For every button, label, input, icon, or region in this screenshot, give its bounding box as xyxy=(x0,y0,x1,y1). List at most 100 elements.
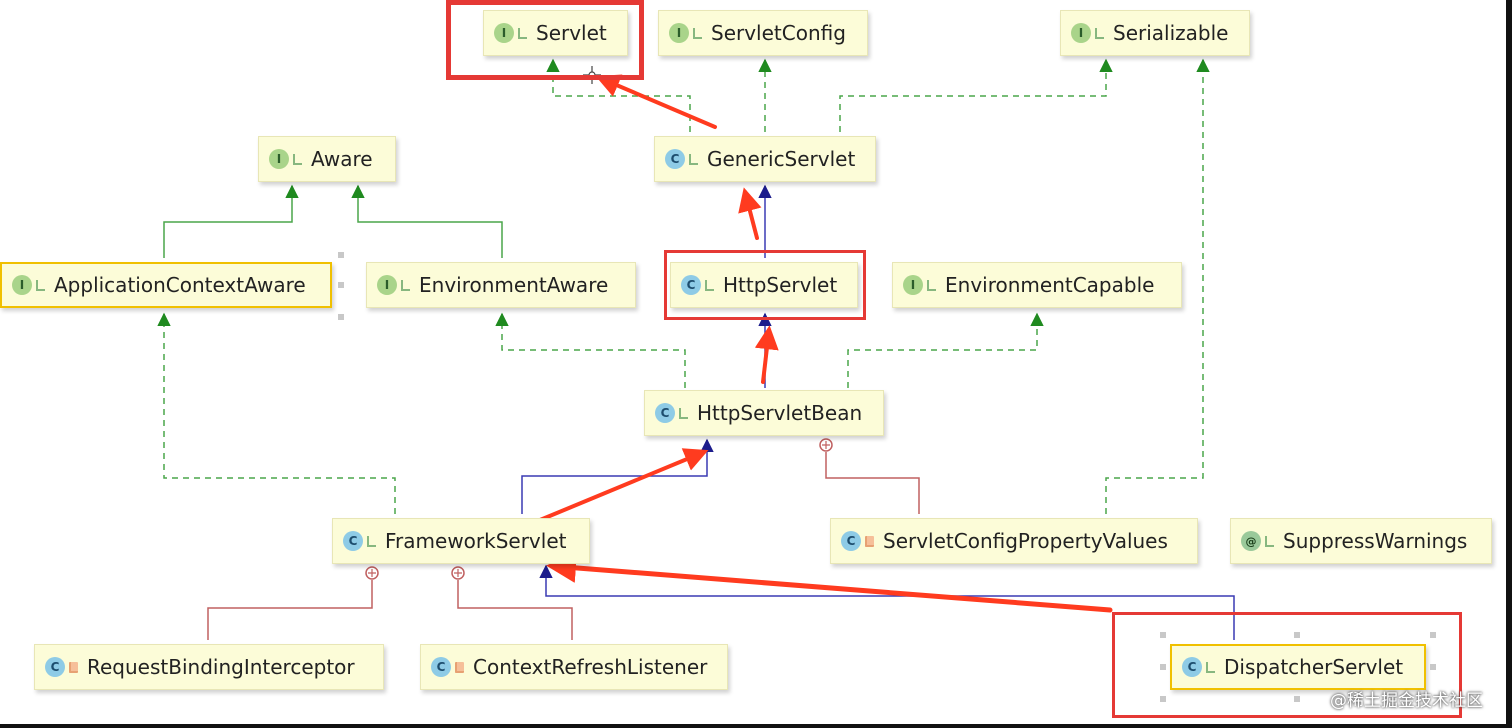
node-requestbindinginterceptor[interactable]: C RequestBindingInterceptor xyxy=(34,644,384,690)
interface-icon: I xyxy=(377,275,397,295)
node-label: RequestBindingInterceptor xyxy=(87,655,355,679)
interface-icon: I xyxy=(1071,23,1091,43)
private-visibility-icon xyxy=(865,535,874,547)
class-icon: C xyxy=(431,657,451,677)
selection-handle[interactable] xyxy=(338,314,344,320)
node-label: EnvironmentAware xyxy=(419,273,609,297)
edge-inner-contextrefreshlistener xyxy=(457,580,573,640)
class-icon: C xyxy=(655,403,675,423)
public-visibility-icon xyxy=(689,153,698,165)
class-icon: C xyxy=(45,657,65,677)
node-label: Serializable xyxy=(1113,21,1229,45)
selection-handle[interactable] xyxy=(338,252,344,258)
node-label: ContextRefreshListener xyxy=(473,655,708,679)
edge-inner-requestbindinginterceptor xyxy=(207,580,373,640)
public-visibility-icon xyxy=(705,279,714,291)
edge-frameworkservlet-applicationcontextaware xyxy=(157,312,396,514)
selection-handle[interactable] xyxy=(1294,632,1300,638)
interface-icon: I xyxy=(12,275,32,295)
selection-handle[interactable] xyxy=(1160,696,1166,702)
interface-icon: I xyxy=(269,149,289,169)
public-visibility-icon xyxy=(518,27,527,39)
public-visibility-icon xyxy=(927,279,936,291)
highlight-box-dispatcherservlet xyxy=(1112,612,1462,718)
annotation-icon: @ xyxy=(1241,531,1261,551)
inner-class-edges xyxy=(207,438,920,640)
edge-applicationcontextaware-aware xyxy=(163,184,299,258)
edge-environmentaware-aware xyxy=(351,184,503,258)
private-visibility-icon xyxy=(69,661,78,673)
node-suppresswarnings[interactable]: @ SuppressWarnings xyxy=(1230,518,1492,564)
public-visibility-icon xyxy=(679,407,688,419)
highlight-box-servlet xyxy=(446,0,644,80)
node-label: ApplicationContextAware xyxy=(54,273,306,297)
annotation-arrow-dispatcherservlet-frameworkservlet xyxy=(546,552,1113,613)
edge-genericservlet-serializable xyxy=(839,58,1113,132)
window-edge xyxy=(0,724,1512,728)
class-icon: C xyxy=(841,531,861,551)
node-label: SuppressWarnings xyxy=(1283,529,1468,553)
selection-handle[interactable] xyxy=(1160,632,1166,638)
annotation-arrow-frameworkservlet-httpservletbean xyxy=(538,448,709,522)
node-label: ServletConfigPropertyValues xyxy=(883,529,1168,553)
node-label: FrameworkServlet xyxy=(385,529,567,553)
annotation-arrow-httpservlet-genericservlet xyxy=(738,187,762,240)
public-visibility-icon xyxy=(293,153,302,165)
annotation-arrow-httpservletbean-httpservlet xyxy=(754,325,779,384)
node-label: HttpServlet xyxy=(723,273,838,297)
class-icon: C xyxy=(681,275,701,295)
public-visibility-icon xyxy=(1265,535,1274,547)
selection-handle[interactable] xyxy=(1430,632,1436,638)
interface-icon: I xyxy=(669,23,689,43)
selection-handle[interactable] xyxy=(1430,664,1436,670)
class-icon: C xyxy=(1182,657,1202,677)
node-label: EnvironmentCapable xyxy=(945,273,1155,297)
interface-icon: I xyxy=(903,275,923,295)
public-visibility-icon xyxy=(693,27,702,39)
selection-handle[interactable] xyxy=(1160,664,1166,670)
node-genericservlet[interactable]: C GenericServlet xyxy=(654,136,876,182)
node-applicationcontextaware[interactable]: I ApplicationContextAware xyxy=(0,262,332,308)
public-visibility-icon xyxy=(1206,661,1215,673)
node-dispatcherservlet[interactable]: C DispatcherServlet xyxy=(1170,644,1426,690)
node-label: HttpServletBean xyxy=(697,401,863,425)
node-label: ServletConfig xyxy=(711,21,846,45)
public-visibility-icon xyxy=(401,279,410,291)
node-label: Servlet xyxy=(536,21,607,45)
public-visibility-icon xyxy=(1095,27,1104,39)
node-label: GenericServlet xyxy=(707,147,856,171)
edge-httpservletbean-environmentcapable xyxy=(847,312,1044,388)
node-frameworkservlet[interactable]: C FrameworkServlet xyxy=(332,518,590,564)
node-contextrefreshlistener[interactable]: C ContextRefreshListener xyxy=(420,644,728,690)
node-aware[interactable]: I Aware xyxy=(258,136,396,182)
node-servlet[interactable]: I Servlet xyxy=(483,10,628,56)
node-httpservlet[interactable]: C HttpServlet xyxy=(670,262,858,308)
node-serializable[interactable]: I Serializable xyxy=(1060,10,1250,56)
highlight-box-httpservlet xyxy=(664,250,866,320)
annotation-arrows xyxy=(538,74,1113,613)
interface-icon: I xyxy=(494,23,514,43)
edge-servletconfigpropertyvalues-serializable xyxy=(1105,58,1210,514)
public-visibility-icon xyxy=(367,535,376,547)
node-environmentcapable[interactable]: I EnvironmentCapable xyxy=(892,262,1182,308)
node-servletconfig[interactable]: I ServletConfig xyxy=(658,10,868,56)
edge-inner-servletconfigpropertyvalues xyxy=(825,452,920,514)
public-visibility-icon xyxy=(36,279,45,291)
class-icon: C xyxy=(343,531,363,551)
edge-dispatcherservlet-frameworkservlet xyxy=(539,564,1235,640)
watermark: @稀土掘金技术社区 xyxy=(1330,691,1483,711)
edge-frameworkservlet-httpservletbean xyxy=(521,438,714,514)
node-environmentaware[interactable]: I EnvironmentAware xyxy=(366,262,636,308)
edge-httpservletbean-environmentaware xyxy=(495,312,686,388)
node-label: Aware xyxy=(311,147,373,171)
annotation-arrow-genericservlet-servlet xyxy=(595,74,717,129)
private-visibility-icon xyxy=(455,661,464,673)
node-httpservletbean[interactable]: C HttpServletBean xyxy=(644,390,884,436)
node-servletconfigpropertyvalues[interactable]: C ServletConfigPropertyValues xyxy=(830,518,1198,564)
node-label: DispatcherServlet xyxy=(1224,655,1404,679)
selection-handle[interactable] xyxy=(338,282,344,288)
selection-handle[interactable] xyxy=(1294,696,1300,702)
window-edge xyxy=(1506,0,1512,728)
